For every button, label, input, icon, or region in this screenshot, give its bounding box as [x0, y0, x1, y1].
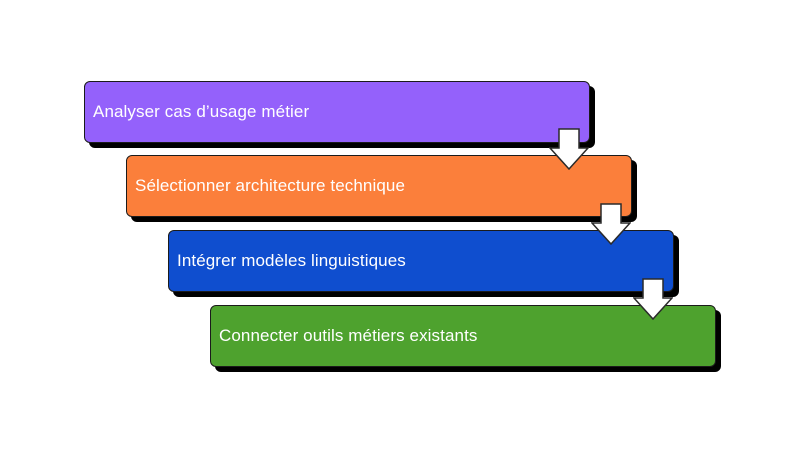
step-integrer: Intégrer modèles linguistiques	[168, 230, 679, 297]
step-box: Connecter outils métiers existants	[210, 305, 716, 367]
step-analyser: Analyser cas d’usage métier	[84, 81, 595, 148]
step-label: Analyser cas d’usage métier	[93, 102, 310, 121]
step-box: Analyser cas d’usage métier	[84, 81, 590, 143]
step-connecter: Connecter outils métiers existants	[210, 305, 721, 372]
down-arrow-icon	[549, 128, 589, 170]
step-box: Sélectionner architecture technique	[126, 155, 632, 217]
step-label: Intégrer modèles linguistiques	[177, 251, 406, 270]
step-box: Intégrer modèles linguistiques	[168, 230, 674, 292]
down-arrow-icon	[633, 278, 673, 320]
step-label: Sélectionner architecture technique	[135, 176, 405, 195]
step-selectionner: Sélectionner architecture technique	[126, 155, 637, 222]
step-label: Connecter outils métiers existants	[219, 326, 478, 345]
down-arrow-icon	[591, 203, 631, 245]
